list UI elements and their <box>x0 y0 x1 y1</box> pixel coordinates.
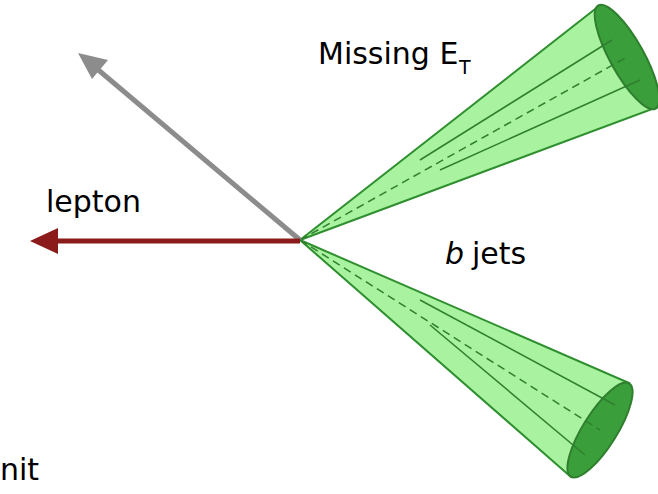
lepton-arrow <box>30 228 300 254</box>
b-jet-cone <box>300 240 644 486</box>
jets-label: jets <box>472 236 526 272</box>
subscript-label: T <box>459 56 471 79</box>
b-jet-cone <box>300 0 658 240</box>
cut-off-text: nit <box>0 452 39 488</box>
lepton-label: lepton <box>46 184 141 220</box>
missing-et-label: Missing E <box>318 36 458 72</box>
b-label: b <box>445 236 464 272</box>
